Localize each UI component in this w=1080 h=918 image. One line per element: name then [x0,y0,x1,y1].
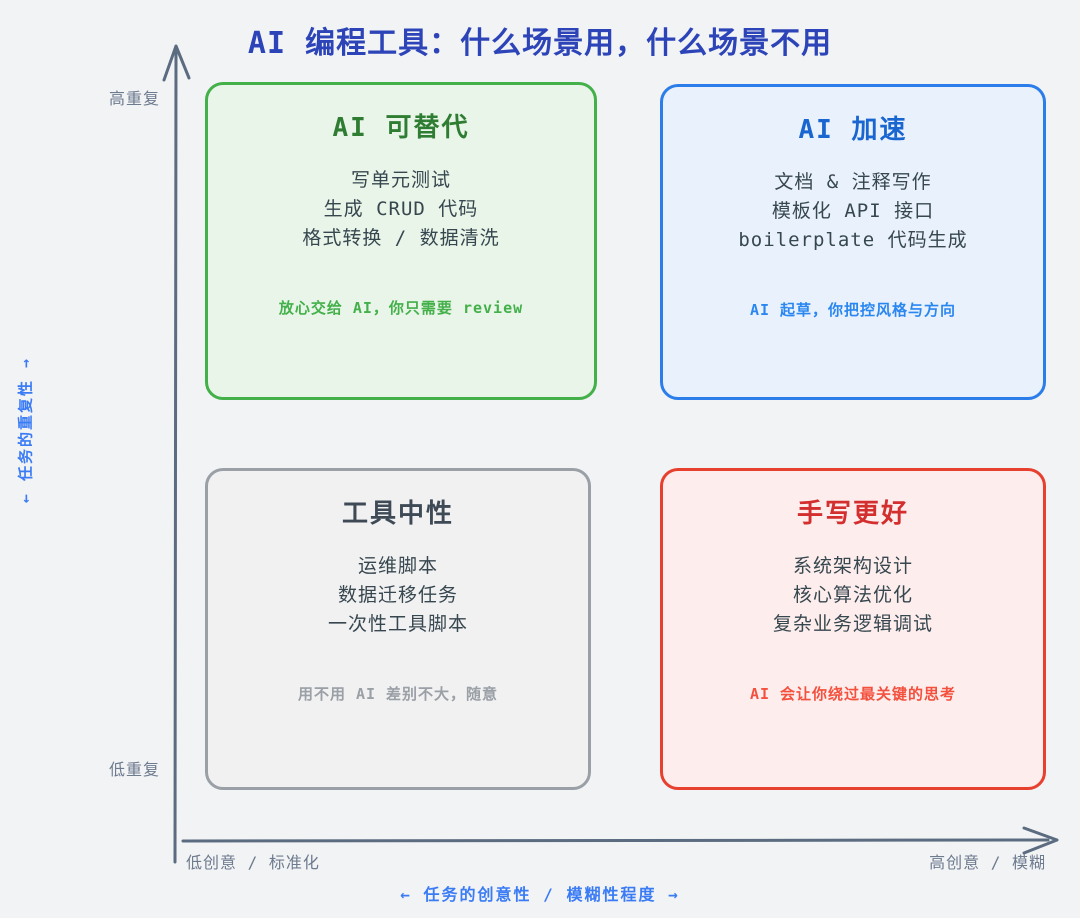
quadrant-title: AI 可替代 [332,113,470,143]
y-axis-top-label: 高重复 [108,89,160,108]
quadrant-item-list: 文档 & 注释写作 模板化 API 接口 boilerplate 代码生成 [738,168,967,255]
quadrant-ai-accelerate: AI 加速 文档 & 注释写作 模板化 API 接口 boilerplate 代… [660,84,1046,400]
quadrant-ai-replaceable: AI 可替代 写单元测试 生成 CRUD 代码 格式转换 / 数据清洗 放心交给… [205,82,597,400]
quadrant-note: AI 起草，你把控风格与方向 [749,301,957,319]
quadrant-title: AI 加速 [798,115,908,145]
quadrant-item-list: 系统架构设计 核心算法优化 复杂业务逻辑调试 [773,552,933,639]
arrow-up-icon [162,44,191,82]
quadrant-title: 手写更好 [796,499,909,529]
quadrant-item: 写单元测试 [350,169,451,191]
quadrant-item: boilerplate 代码生成 [738,229,968,251]
quadrant-item: 生成 CRUD 代码 [323,198,479,220]
x-axis [181,826,1059,855]
x-axis-right-label: 高创意 / 模糊 [929,853,1046,872]
quadrant-item: 文档 & 注释写作 [774,171,932,193]
quadrant-item-list: 写单元测试 生成 CRUD 代码 格式转换 / 数据清洗 [302,166,499,253]
quadrant-item: 一次性工具脚本 [327,613,468,635]
quadrant-item: 模板化 API 接口 [771,200,935,222]
quadrant-handwrite-better: 手写更好 系统架构设计 核心算法优化 复杂业务逻辑调试 AI 会让你绕过最关键的… [660,468,1046,790]
quadrant-note: 放心交给 AI，你只需要 review [278,299,524,317]
quadrant-note: AI 会让你绕过最关键的思考 [749,685,957,703]
y-axis-caption: ← 任务的重复性 → [16,356,35,504]
quadrant-item: 格式转换 / 数据清洗 [302,227,500,249]
page-title: AI 编程工具：什么场景用，什么场景不用 [247,26,833,61]
x-axis-caption: ← 任务的创意性 / 模糊性程度 → [400,885,680,904]
quadrant-note: 用不用 AI 差别不大，随意 [297,685,499,703]
quadrant-item-list: 运维脚本 数据迁移任务 一次性工具脚本 [328,552,468,639]
quadrant-item: 系统架构设计 [792,555,913,577]
quadrant-item: 复杂业务逻辑调试 [772,613,933,635]
quadrant-item: 数据迁移任务 [337,584,458,606]
quadrant-title: 工具中性 [341,499,454,529]
arrow-right-icon [1022,826,1059,855]
y-axis-bottom-label: 低重复 [108,760,160,779]
quadrant-item: 核心算法优化 [792,584,913,606]
x-axis-left-label: 低创意 / 标准化 [186,853,320,872]
quadrant-tool-neutral: 工具中性 运维脚本 数据迁移任务 一次性工具脚本 用不用 AI 差别不大，随意 [205,468,591,790]
y-axis [162,44,191,864]
quadrant-item: 运维脚本 [357,555,438,577]
